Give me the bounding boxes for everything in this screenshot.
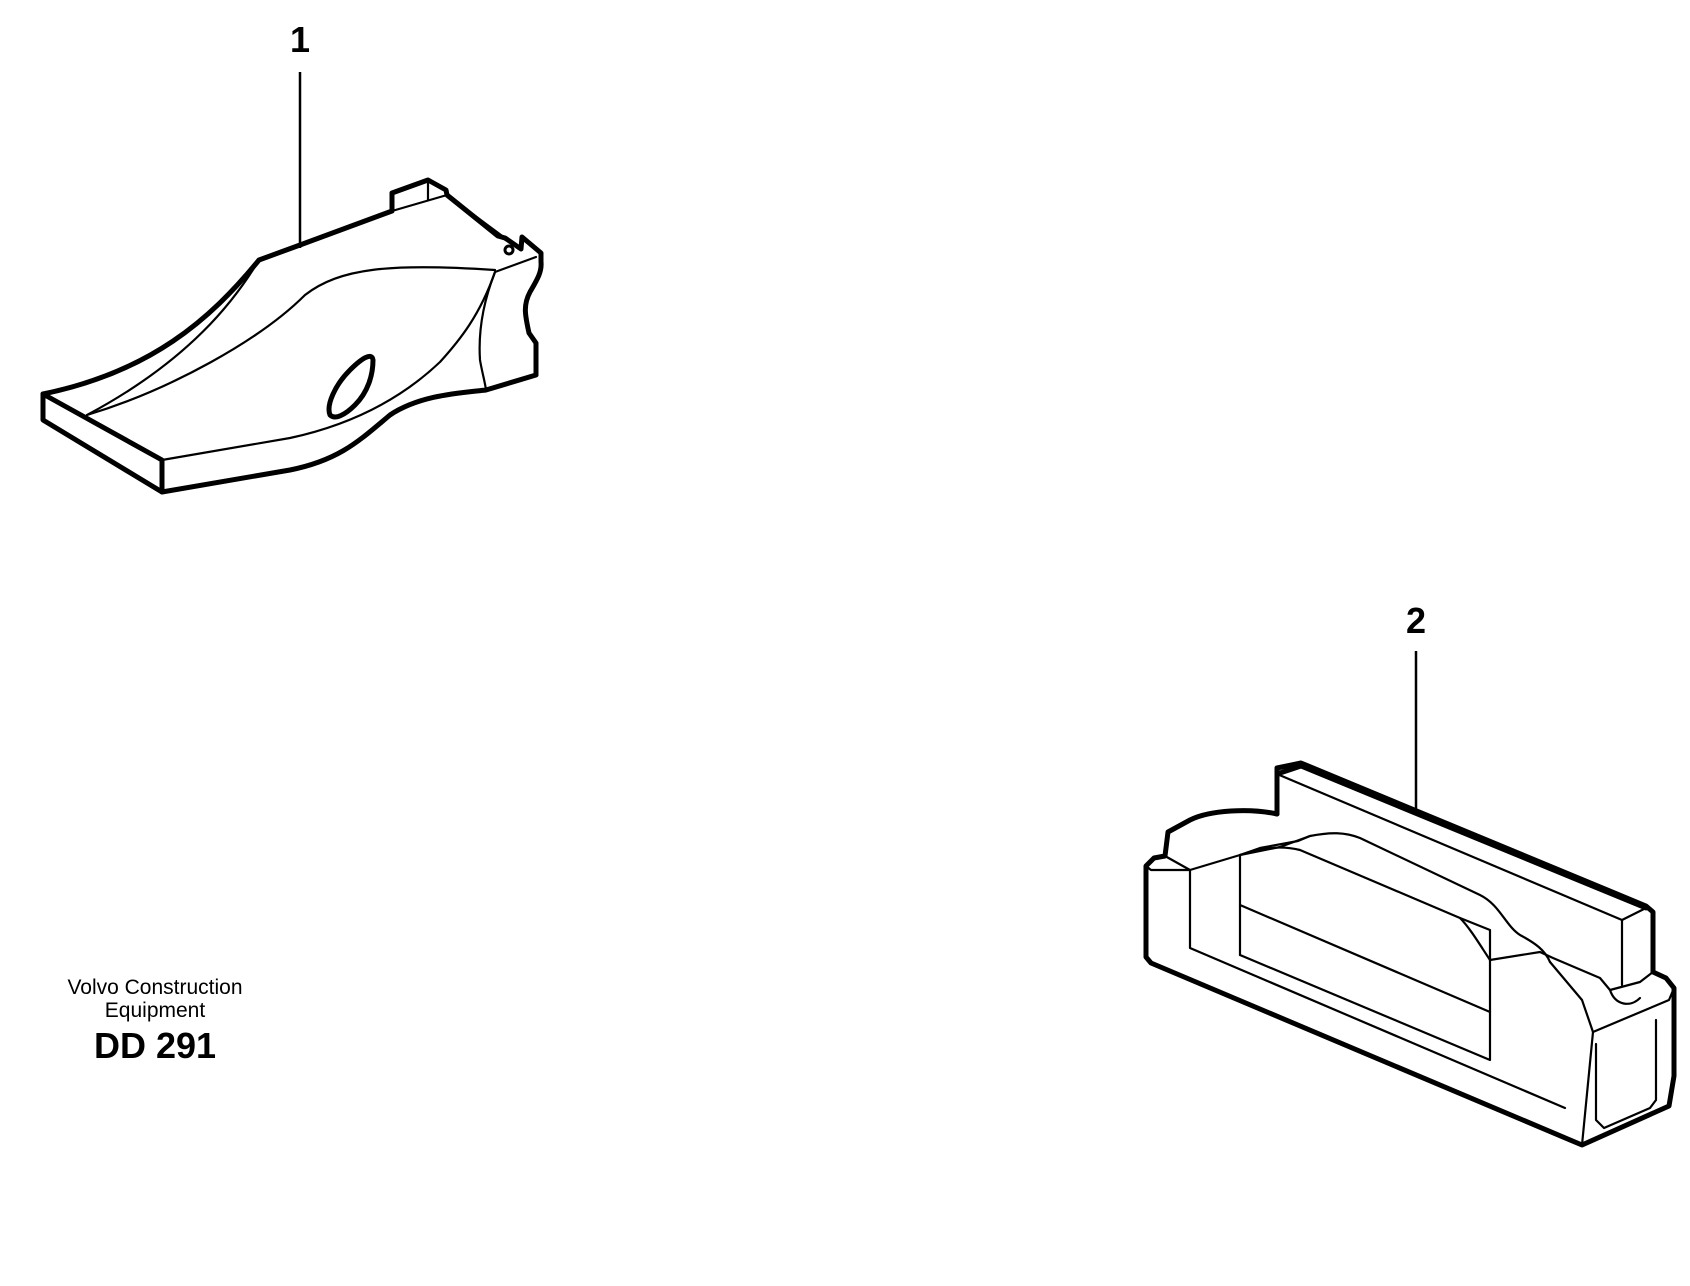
- manufacturer-line-1: Volvo Construction: [67, 976, 243, 999]
- manufacturer-line-2: Equipment: [104, 999, 206, 1022]
- part-2-wear-block: 2: [1143, 600, 1677, 1148]
- part-1-tooth: 1: [40, 19, 544, 495]
- callout-2-label: 2: [1406, 600, 1426, 641]
- callout-1-label: 1: [290, 19, 310, 60]
- drawing-code: DD 291: [93, 1025, 217, 1066]
- drawing-caption: Volvo Construction Equipment DD 291: [40, 976, 270, 1067]
